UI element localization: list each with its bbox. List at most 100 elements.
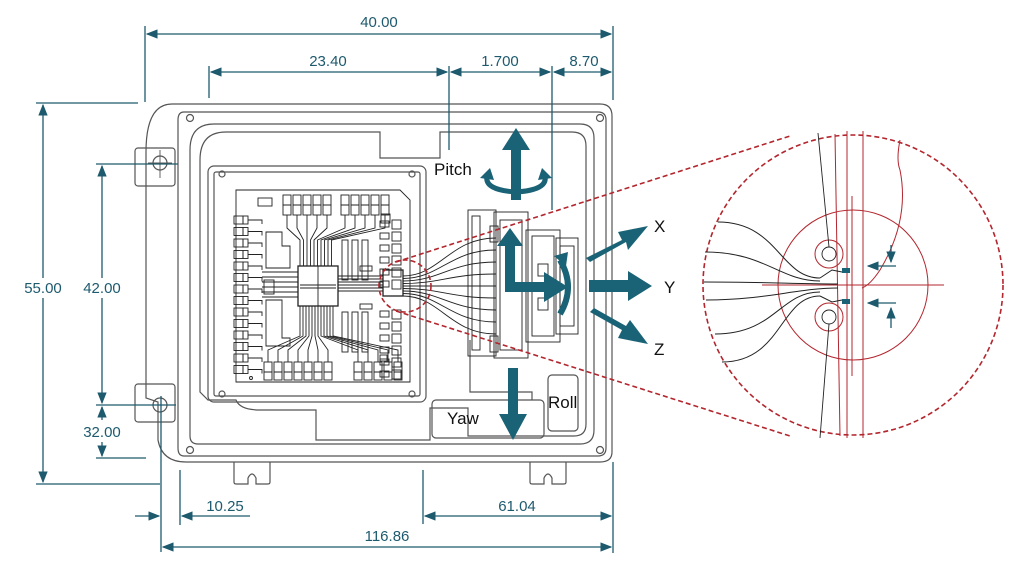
pcb-trace xyxy=(248,369,263,374)
pcb-board xyxy=(207,165,427,403)
pcb-trace xyxy=(267,306,301,362)
pcb-pad xyxy=(340,194,350,206)
pcb-trace xyxy=(307,306,313,362)
cable-wire xyxy=(402,249,497,279)
roll-label: Roll xyxy=(548,393,577,412)
yaw-label: Yaw xyxy=(447,409,480,428)
pcb-pad xyxy=(302,204,312,216)
pcb-trace xyxy=(310,215,318,266)
pcb-pad xyxy=(391,345,402,356)
pcb-frame-inner xyxy=(213,171,421,397)
pcb-pad xyxy=(242,250,249,259)
pcb-pad xyxy=(233,284,244,294)
detail-wire xyxy=(705,287,839,301)
detail-view-circle xyxy=(702,134,1004,436)
pcb-pad xyxy=(350,194,360,206)
pcb-pad xyxy=(391,279,402,290)
motion-arrows xyxy=(480,128,652,440)
enclosure xyxy=(134,103,613,485)
pcb-pad xyxy=(322,204,332,216)
pcb-pad xyxy=(379,322,390,330)
pcb-pad xyxy=(242,215,249,225)
pcb-pad xyxy=(263,371,273,381)
connector-axis-arrow-icon xyxy=(497,228,571,316)
dim-bottom-overall: 116.86 xyxy=(365,528,410,545)
pcb-pad xyxy=(383,361,393,373)
pcb-trace xyxy=(248,311,263,316)
pcb-trace xyxy=(332,306,399,362)
bottom-tab-left xyxy=(233,462,271,485)
pcb-component xyxy=(351,311,359,353)
pcb-pad xyxy=(393,371,403,381)
pcb-trace xyxy=(248,219,263,224)
pcb-pad xyxy=(283,361,293,373)
pcb-pad xyxy=(242,365,249,374)
pcb-pad xyxy=(379,280,390,288)
pinch-arrow-icon xyxy=(866,245,896,328)
detail-leader-bottom xyxy=(395,310,791,437)
corner-screw xyxy=(185,445,195,455)
pcb-pad xyxy=(363,361,373,373)
cable-harness xyxy=(402,237,497,335)
pcb-component xyxy=(361,311,369,353)
detail-callout xyxy=(378,131,1004,439)
pcb-pad xyxy=(391,267,402,278)
pcb-trace xyxy=(248,242,263,247)
yaw-arrow-icon xyxy=(499,368,527,440)
pcb-trace xyxy=(320,215,356,266)
pcb-pad xyxy=(380,194,390,206)
pcb-pad xyxy=(233,273,244,282)
pcb-pad xyxy=(360,194,370,206)
enclosure-inner-channel xyxy=(199,131,587,441)
cable-wire xyxy=(402,293,497,323)
connector-backplate xyxy=(467,209,497,357)
dim-bottom-left-offset: 10.25 xyxy=(206,498,244,515)
pcb-trace xyxy=(313,215,328,266)
pcb-component xyxy=(351,239,359,281)
pcb-pad xyxy=(242,284,249,294)
cable-wire xyxy=(402,261,497,282)
bottom-tab-right xyxy=(529,462,567,485)
pcb-pad xyxy=(373,361,383,373)
pcb-pad xyxy=(233,238,244,248)
pitch-label: Pitch xyxy=(434,160,472,179)
pcb-pad xyxy=(273,371,283,381)
pcb-pad xyxy=(383,371,393,381)
pcb-pad xyxy=(242,319,249,328)
dimension-lines xyxy=(36,26,614,553)
pcb-pad xyxy=(323,361,333,373)
detail-wire xyxy=(714,291,821,335)
pcb-pad xyxy=(273,361,283,373)
pcb-trace xyxy=(317,215,346,266)
pcb-frame-outer xyxy=(207,165,427,403)
enclosure-outer-rim xyxy=(177,111,607,457)
dim-bottom-right-span: 61.04 xyxy=(498,498,536,515)
pcb-pad xyxy=(242,330,249,340)
pcb-traces xyxy=(233,194,403,381)
pcb-pad xyxy=(292,194,302,206)
pcb-pad xyxy=(379,220,390,228)
corner-screw xyxy=(595,445,605,455)
pcb-pad xyxy=(292,204,302,216)
pcb-pad xyxy=(312,204,322,216)
pcb-trace xyxy=(320,306,359,362)
pcb-pad xyxy=(391,369,402,380)
pcb-pad xyxy=(303,361,313,373)
pcb-trace xyxy=(331,215,386,266)
y-axis-label: Y xyxy=(664,278,675,297)
pcb-pad xyxy=(322,194,332,206)
pcb-pad xyxy=(233,296,244,305)
pcb-pad xyxy=(242,342,249,351)
pcb-trace xyxy=(326,306,379,362)
roll-compartment xyxy=(547,374,579,432)
z-axis-arrow-icon xyxy=(590,308,648,344)
cable-wire xyxy=(402,288,497,299)
pcb-pad xyxy=(370,204,380,216)
pcb-pad xyxy=(303,371,313,381)
pcb-trace xyxy=(248,346,263,351)
pcb-trace xyxy=(329,306,389,362)
channel-line xyxy=(469,340,533,400)
pcb-pad xyxy=(293,371,303,381)
pcb-pad xyxy=(233,330,244,340)
